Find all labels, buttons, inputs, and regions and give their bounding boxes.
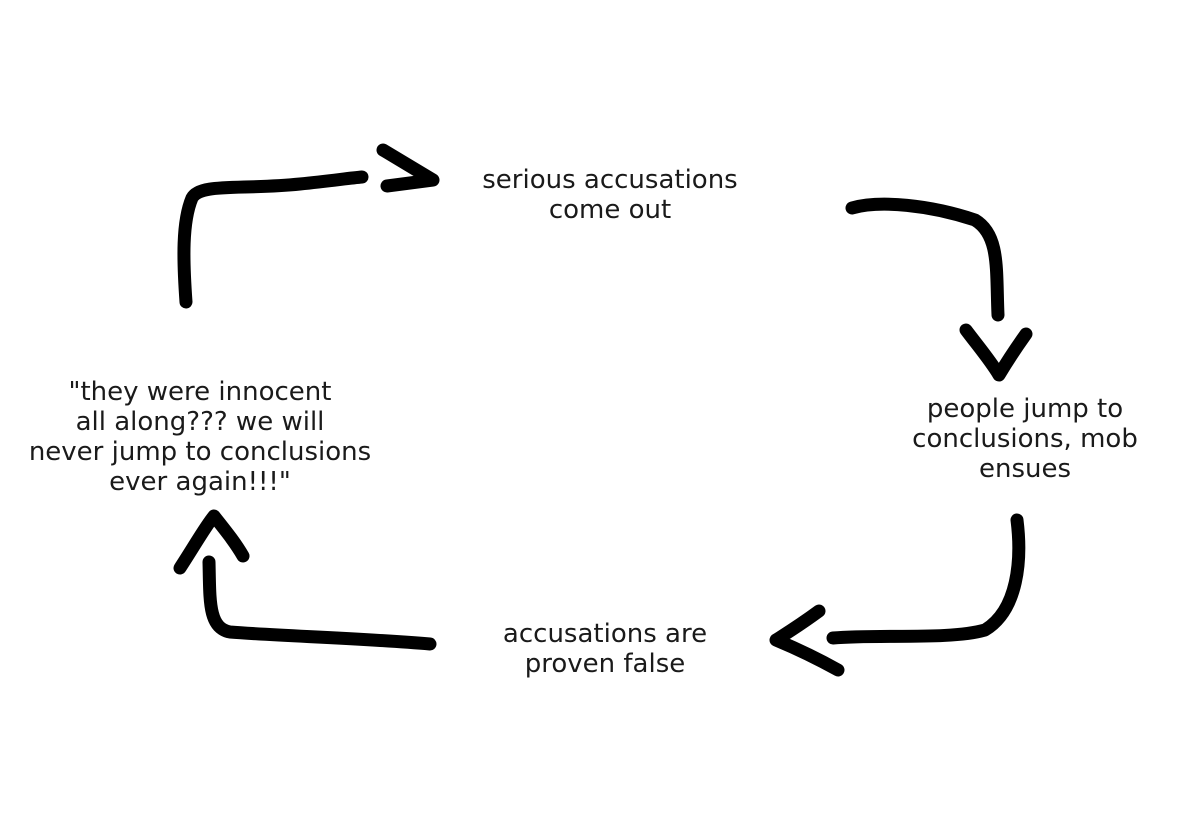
node-text-line: "they were innocent bbox=[68, 377, 332, 407]
arrow-right-to-bottom-shaft bbox=[826, 513, 1026, 645]
node-text-line: ensues bbox=[978, 454, 1072, 484]
arrow-left-to-top-head bbox=[376, 143, 440, 193]
node-text-line: proven false bbox=[524, 649, 686, 679]
node-text-line: never jump to conclusions bbox=[28, 437, 372, 467]
arrow-bottom-to-left-head bbox=[173, 509, 250, 575]
arrow-right-to-bottom-head bbox=[769, 604, 845, 677]
node-people-jump-to-conclusions: people jump to conclusions, mob ensues bbox=[890, 394, 1160, 484]
node-text-line: all along??? we will bbox=[75, 407, 325, 437]
arrow-left-to-top-shaft bbox=[177, 170, 369, 309]
node-they-were-innocent: "they were innocent all along??? we will… bbox=[20, 377, 380, 497]
node-text-line: people jump to bbox=[926, 394, 1124, 424]
node-text-line: conclusions, mob bbox=[912, 424, 1138, 454]
arrow-top-to-right-shaft bbox=[845, 197, 1005, 322]
arrow-top-to-right-head bbox=[959, 323, 1033, 382]
node-text-line: ever again!!!" bbox=[109, 467, 291, 497]
node-text-line: come out bbox=[548, 195, 672, 225]
node-text-line: serious accusations bbox=[482, 165, 738, 195]
node-serious-accusations: serious accusations come out bbox=[460, 165, 760, 225]
arrow-bottom-to-left-shaft bbox=[202, 555, 437, 651]
node-text-line: accusations are bbox=[502, 619, 708, 649]
node-accusations-proven-false: accusations are proven false bbox=[470, 619, 740, 679]
